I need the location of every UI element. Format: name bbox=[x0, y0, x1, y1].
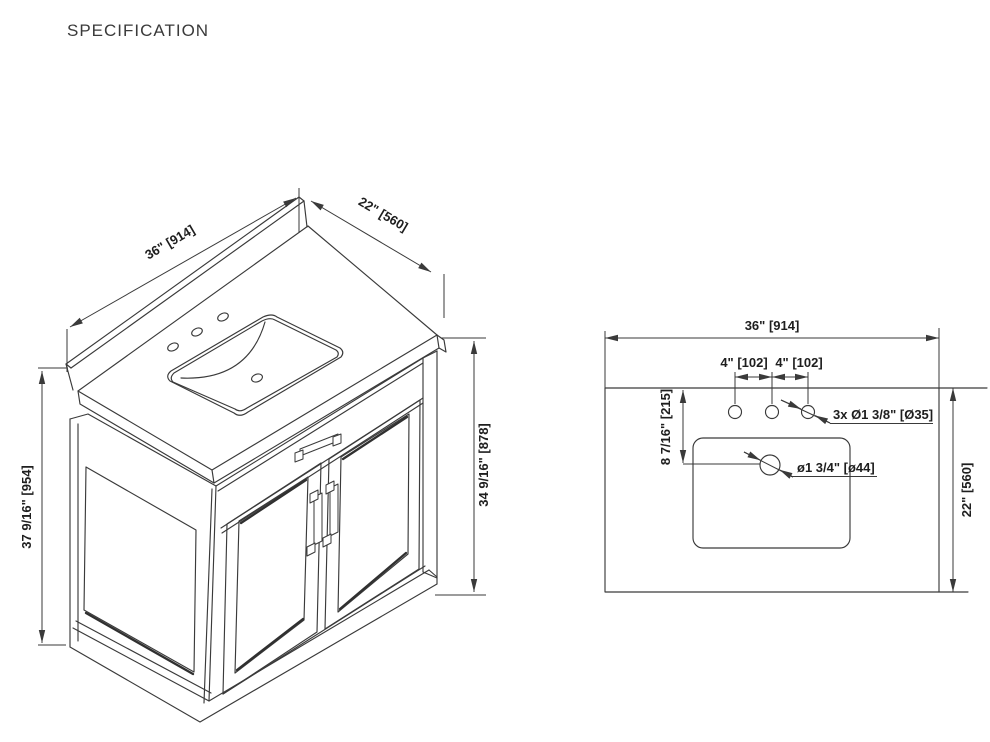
drain-icon bbox=[251, 373, 263, 383]
faucet-hole-right bbox=[800, 404, 816, 420]
sink-cutout bbox=[692, 437, 851, 549]
iso-width-dimension: 36" [914] bbox=[142, 222, 197, 262]
top-width-dimension: 36" [914] bbox=[745, 318, 800, 333]
faucet-holes-callout: 3x Ø1 3/8" [Ø35] bbox=[833, 407, 933, 422]
faucet-hole-left bbox=[727, 404, 743, 420]
hole-spacing-right-dimension: 4" [102] bbox=[775, 355, 822, 370]
top-view-dimensions: 36" [914] 4" [102] 4" [102] 22" [560] 8 … bbox=[604, 318, 974, 592]
faucet-hole-center bbox=[764, 404, 780, 420]
iso-countertop bbox=[77, 225, 447, 484]
drain-callout: ø1 3/4" [ø44] bbox=[797, 460, 875, 475]
top-depth-dimension: 22" [560] bbox=[959, 463, 974, 518]
left-door bbox=[222, 462, 322, 695]
iso-counter-height-dimension: 34 9/16" [878] bbox=[476, 423, 491, 507]
basin-curve bbox=[180, 321, 266, 379]
iso-cabinet bbox=[69, 350, 438, 723]
top-view-outline bbox=[604, 387, 988, 593]
drain-hole bbox=[759, 454, 781, 476]
left-door-handle bbox=[306, 489, 323, 557]
drawer-handle bbox=[294, 433, 342, 463]
right-door-handle bbox=[322, 480, 339, 548]
iso-depth-dimension: 22" [560] bbox=[356, 194, 411, 235]
hole-spacing-left-dimension: 4" [102] bbox=[720, 355, 767, 370]
iso-view: 36" [914] 22" [560] 37 9/16" [954] 34 9/… bbox=[19, 188, 491, 723]
drain-setback-dimension: 8 7/16" [215] bbox=[658, 389, 673, 465]
page-title: SPECIFICATION bbox=[67, 21, 210, 40]
top-view: 36" [914] 4" [102] 4" [102] 22" [560] 8 … bbox=[604, 318, 988, 593]
iso-faucet-holes bbox=[167, 312, 229, 352]
right-door bbox=[324, 399, 421, 630]
iso-total-height-dimension: 37 9/16" [954] bbox=[19, 465, 34, 549]
